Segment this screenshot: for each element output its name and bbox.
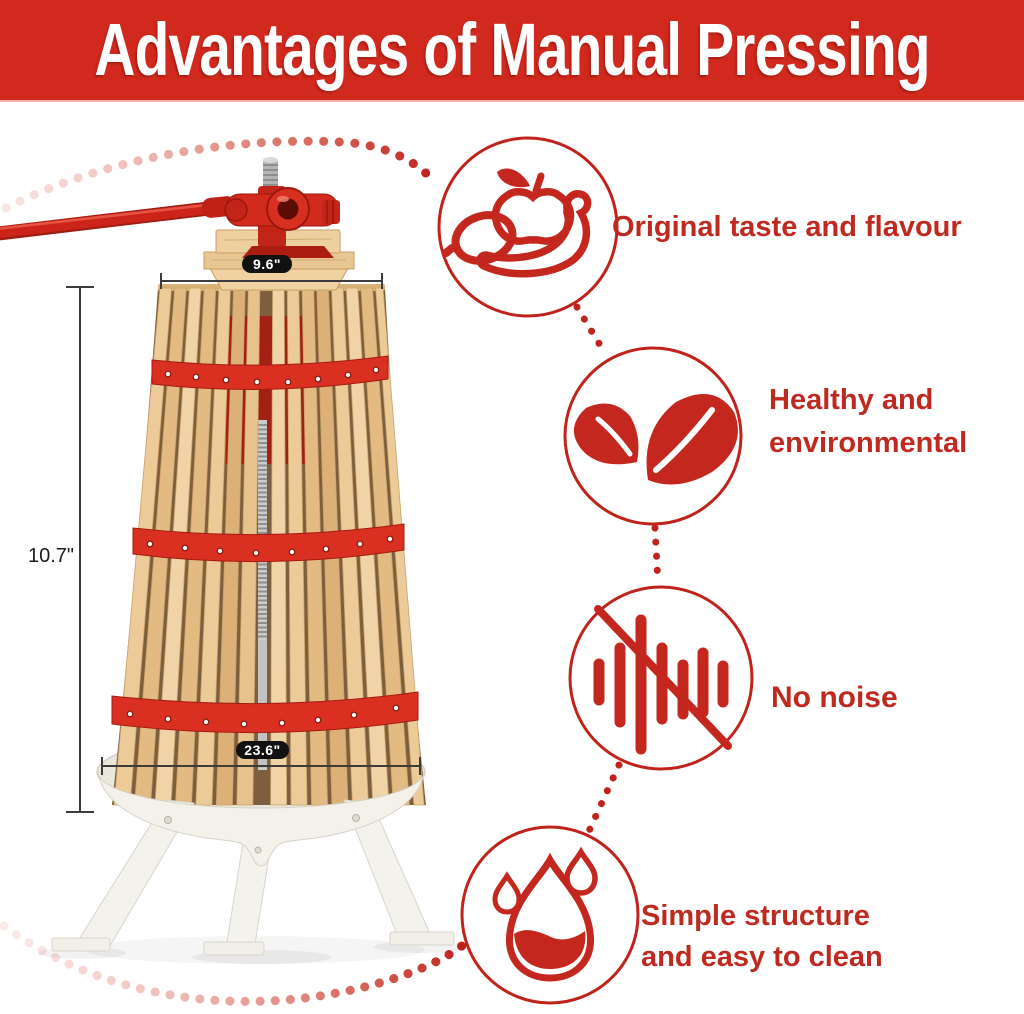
dotted-arc-bottom bbox=[0, 921, 468, 1006]
no-noise-icon bbox=[593, 605, 732, 755]
feature-line: Original taste and flavour bbox=[612, 211, 962, 243]
basket-bands bbox=[111, 355, 419, 734]
leg-bolts bbox=[164, 814, 360, 854]
feature-text-original-taste: Original taste and flavour bbox=[612, 207, 962, 247]
tray-skirt bbox=[97, 771, 425, 867]
banner-title: Advantages of Manual Pressing bbox=[94, 8, 930, 92]
basket-slats bbox=[113, 287, 425, 806]
feature-line: and easy to clean bbox=[641, 941, 883, 973]
dimension-label-top-width: 9.6" bbox=[242, 255, 292, 273]
banner: Advantages of Manual Pressing bbox=[0, 0, 1024, 102]
dotted-connectors bbox=[573, 303, 662, 835]
press-mechanism bbox=[224, 157, 340, 258]
feature-line: environmental bbox=[769, 427, 968, 459]
dotted-arc-top bbox=[1, 136, 438, 213]
fruits-icon bbox=[442, 168, 592, 278]
dimension-label-height: 10.7" bbox=[27, 545, 74, 567]
feature-text-no-noise: No noise bbox=[771, 678, 898, 718]
feature-line: No noise bbox=[771, 681, 898, 714]
feature-text-simple-structure: Simple structure and easy to clean bbox=[641, 896, 883, 978]
feature-circles bbox=[437, 136, 754, 1005]
feature-text-healthy: Healthy and environmental bbox=[769, 379, 967, 465]
dimension-lines bbox=[66, 273, 421, 813]
feature-line: Healthy and bbox=[769, 384, 934, 416]
leaves-icon bbox=[573, 394, 738, 485]
feature-line: Simple structure bbox=[641, 900, 870, 932]
dimension-label-base-diameter: 23.6" bbox=[236, 741, 289, 759]
water-drop-icon bbox=[492, 846, 598, 982]
fruit-press bbox=[0, 157, 466, 964]
press-handle bbox=[0, 196, 237, 241]
